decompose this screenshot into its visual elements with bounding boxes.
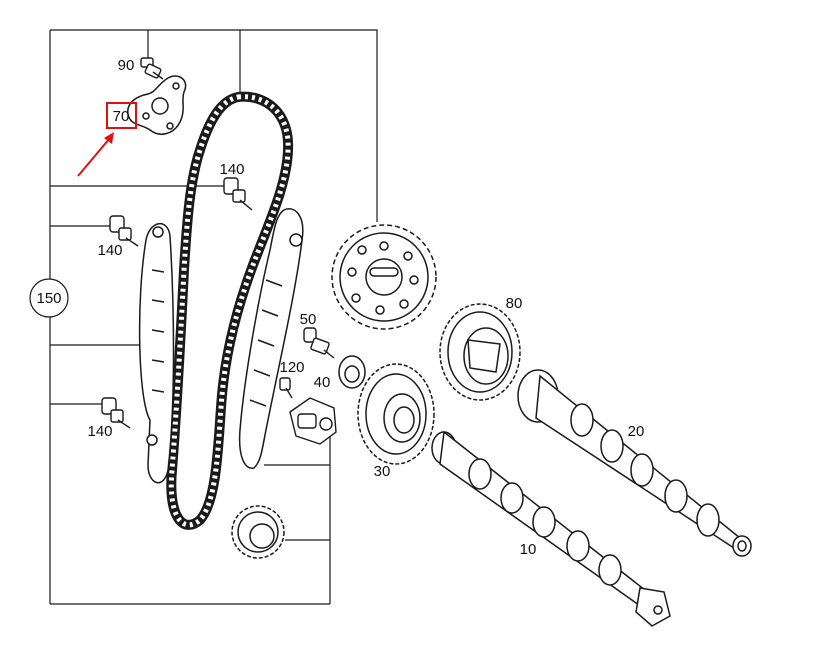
label-10: 10 (520, 541, 537, 558)
chain-guide-left (138, 223, 175, 484)
cam-sprocket (331, 224, 437, 330)
label-150: 150 (36, 290, 61, 307)
label-70: 70 (113, 108, 130, 125)
spacer-plate-70 (127, 75, 187, 135)
bolt-140-left (109, 215, 139, 247)
label-20: 20 (628, 423, 645, 440)
gear-30 (357, 363, 435, 465)
label-90: 90 (118, 57, 135, 74)
label-40: 40 (314, 374, 331, 391)
label-140-left: 140 (97, 242, 122, 259)
bolt-140-bottom (101, 397, 131, 429)
bolt-120 (279, 377, 293, 399)
crank-sprocket (231, 505, 285, 559)
label-140-bottom: 140 (87, 423, 112, 440)
washer-40 (338, 355, 366, 389)
label-120: 120 (279, 359, 304, 376)
bolt-50 (303, 327, 335, 359)
timing-chain (166, 91, 294, 530)
highlight-arrow (77, 137, 111, 177)
chain-tensioner (289, 397, 337, 445)
label-30: 30 (374, 463, 391, 480)
tensioner-rail (238, 208, 304, 469)
highlight-arrow-head (104, 132, 114, 144)
highlight-box-70 (106, 102, 137, 129)
gear-80 (439, 303, 521, 401)
camshaft-20 (517, 369, 752, 557)
label-50: 50 (300, 311, 317, 328)
label-80: 80 (506, 295, 523, 312)
bolt-140-top (223, 177, 253, 211)
bolt-90 (140, 57, 164, 80)
ref-circle-150 (29, 278, 69, 318)
label-140-top: 140 (219, 161, 244, 178)
camshaft-10 (431, 430, 671, 627)
